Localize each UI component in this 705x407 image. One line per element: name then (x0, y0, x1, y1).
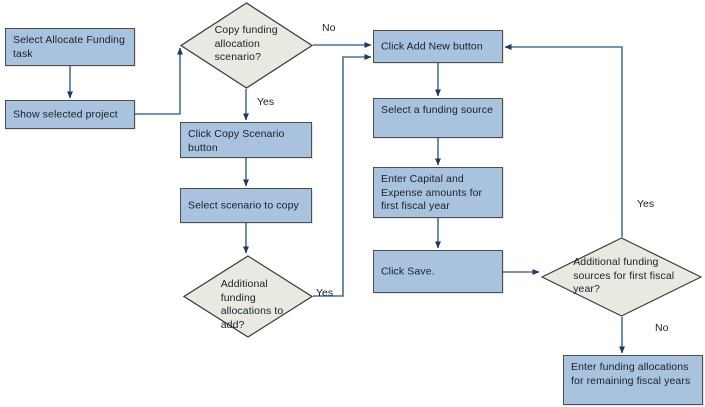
node-enter-capital-and-expense-amounts[interactable]: Enter Capital and Expense amounts for fi… (373, 167, 503, 218)
node-select-scenario-to-copy[interactable]: Select scenario to copy (180, 188, 312, 223)
node-label: Select a funding source (381, 104, 494, 116)
node-click-save[interactable]: Click Save. (373, 250, 503, 293)
edge-label-yes-right: Yes (637, 198, 655, 210)
edge-allocations-yes-to-add-new (313, 54, 372, 297)
node-select-allocate-funding-task[interactable]: Select Allocate Funding task (5, 28, 135, 66)
node-label: Click Add New button (381, 39, 483, 52)
edge-label-yes-top: Yes (257, 96, 275, 108)
edge-show-project-to-copy-decision (135, 47, 183, 115)
edge-label-no-right: No (655, 322, 669, 334)
node-label: Enter Capital and Expense amounts for fi… (381, 173, 483, 212)
node-additional-funding-sources-first-fiscal-year[interactable]: Additional funding sources for first fis… (541, 237, 702, 317)
edge-label-no-top: No (322, 22, 336, 34)
node-enter-funding-allocations-remaining[interactable]: Enter funding allocations for remaining … (563, 355, 703, 405)
node-additional-funding-allocations-to-add[interactable]: Additional funding allocations to add? (183, 255, 313, 338)
edge-label-yes-left: Yes (316, 287, 334, 299)
node-label: Copy funding allocation scenario? (214, 24, 278, 63)
node-select-a-funding-source[interactable]: Select a funding source (373, 98, 503, 138)
node-label: Click Save. (381, 264, 435, 277)
node-label: Show selected project (13, 107, 118, 120)
node-label: Enter funding allocations for remaining … (571, 361, 691, 387)
node-label: Click Copy Scenario button (188, 128, 285, 154)
diamond-shape (180, 2, 313, 89)
node-label: Select Allocate Funding task (13, 34, 126, 60)
edge-sources-yes-to-add-new (504, 44, 623, 237)
node-show-selected-project[interactable]: Show selected project (5, 100, 135, 129)
node-label: Select scenario to copy (188, 198, 299, 211)
diamond-shape (541, 237, 702, 317)
node-click-add-new-button[interactable]: Click Add New button (373, 30, 503, 63)
node-click-copy-scenario-button[interactable]: Click Copy Scenario button (180, 122, 312, 158)
node-label: Additional funding sources for first fis… (573, 256, 675, 295)
node-label: Additional funding allocations to add? (220, 278, 284, 331)
node-copy-funding-allocation-scenario[interactable]: Copy funding allocation scenario? (180, 2, 313, 89)
diamond-shape (183, 255, 313, 338)
